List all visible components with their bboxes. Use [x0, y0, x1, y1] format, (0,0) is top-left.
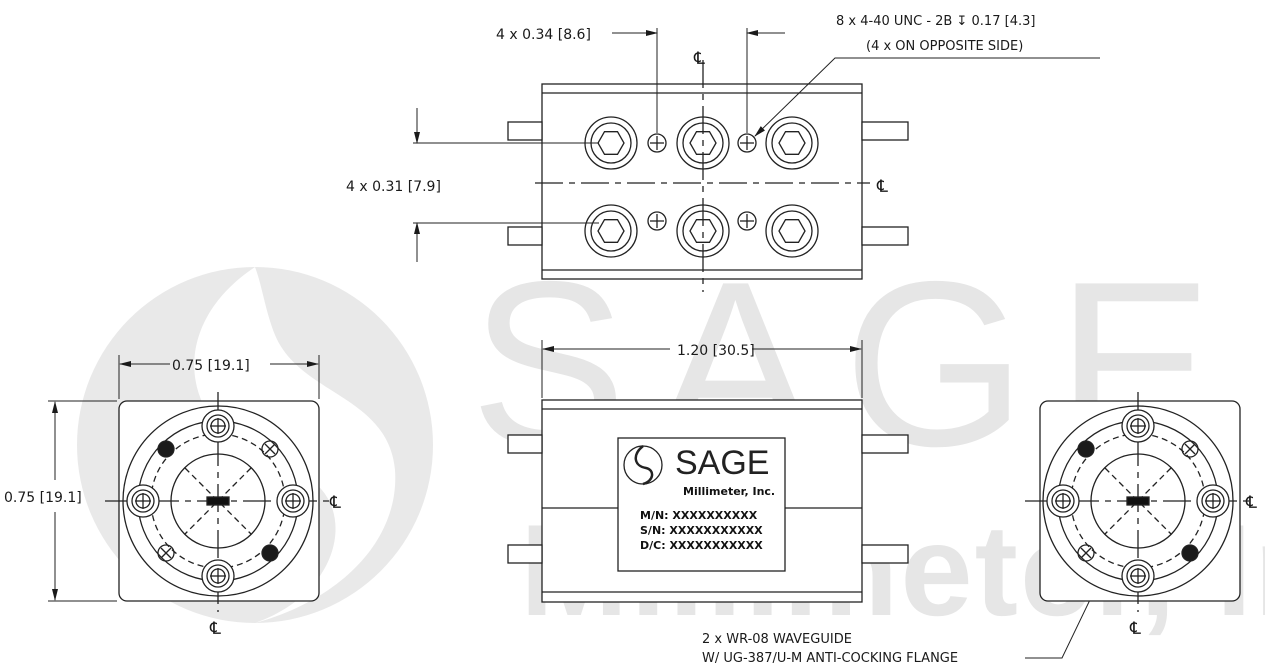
thread-callout: 8 x 4-40 UNC - 2B ↧ 0.17 [4.3] — [836, 14, 1035, 29]
flange-bolt-hole — [276, 484, 310, 518]
label-company: Millimeter, Inc. — [683, 485, 775, 498]
hex-screw — [676, 204, 730, 258]
alignment-pin-icon — [157, 440, 175, 458]
flange-screw-icon — [261, 440, 279, 458]
centerline-symbol: ℄ — [1245, 493, 1257, 513]
alignment-pin-icon — [261, 544, 279, 562]
top-view-pin — [861, 226, 909, 246]
dim-width: 0.75 [19.1] — [172, 358, 250, 374]
flange-bolt-hole — [126, 484, 160, 518]
hex-screw — [765, 204, 819, 258]
front-view-pin — [861, 434, 909, 454]
waveguide-aperture — [1126, 496, 1150, 506]
flange-screw-icon — [1181, 440, 1199, 458]
hex-screw — [676, 116, 730, 170]
alignment-pin-icon — [1181, 544, 1199, 562]
centerline-symbol: ℄ — [329, 493, 341, 513]
centerline-symbol: ℄ — [1129, 619, 1141, 639]
hex-screw — [584, 204, 638, 258]
top-view-body — [541, 83, 863, 280]
centerline-symbol: ℄ — [209, 619, 221, 639]
label-serial-number: S/N: XXXXXXXXXXX — [640, 524, 763, 537]
centerline-symbol: ℄ — [876, 177, 888, 197]
top-view-pin — [507, 226, 543, 246]
dim-hole-spacing-x: 4 x 0.34 [8.6] — [496, 27, 591, 43]
flange-screw-icon — [1077, 544, 1095, 562]
label-brand: SAGE — [675, 444, 769, 482]
flange-screw-icon — [157, 544, 175, 562]
flange-bolt-hole — [1121, 409, 1155, 443]
left-flange-view — [48, 355, 330, 612]
flange-bolt-hole — [1121, 559, 1155, 593]
flange-bolt-hole — [201, 559, 235, 593]
product-label — [617, 437, 786, 572]
thread-callout-sub: (4 x ON OPPOSITE SIDE) — [866, 39, 1023, 54]
dim-height: 0.75 [19.1] — [4, 490, 82, 506]
centerline-symbol: ℄ — [693, 49, 705, 69]
dim-hole-spacing-y: 4 x 0.31 [7.9] — [346, 179, 441, 195]
flange-bolt-hole — [201, 409, 235, 443]
flange-bolt-hole — [1196, 484, 1230, 518]
threaded-hole — [737, 211, 757, 231]
top-view — [413, 28, 1100, 292]
label-logo-icon — [623, 445, 663, 486]
threaded-hole — [647, 133, 667, 153]
label-date-code: D/C: XXXXXXXXXXX — [640, 539, 763, 552]
front-view-pin — [507, 434, 543, 454]
top-view-pin — [861, 121, 909, 141]
flange-bolt-hole — [1046, 484, 1080, 518]
waveguide-note-line2: W/ UG-387/U-M ANTI-COCKING FLANGE — [702, 651, 958, 666]
alignment-pin-icon — [1077, 440, 1095, 458]
front-view-pin — [861, 544, 909, 564]
front-view-pin — [507, 544, 543, 564]
top-view-pin — [507, 121, 543, 141]
waveguide-aperture — [206, 496, 230, 506]
label-model-number: M/N: XXXXXXXXXX — [640, 509, 758, 522]
front-view — [507, 340, 1139, 659]
threaded-hole — [647, 211, 667, 231]
dim-length: 1.20 [30.5] — [677, 343, 755, 359]
hex-screw — [765, 116, 819, 170]
right-flange-view — [1025, 392, 1250, 612]
threaded-hole — [737, 133, 757, 153]
waveguide-note-line1: 2 x WR-08 WAVEGUIDE — [702, 632, 852, 647]
